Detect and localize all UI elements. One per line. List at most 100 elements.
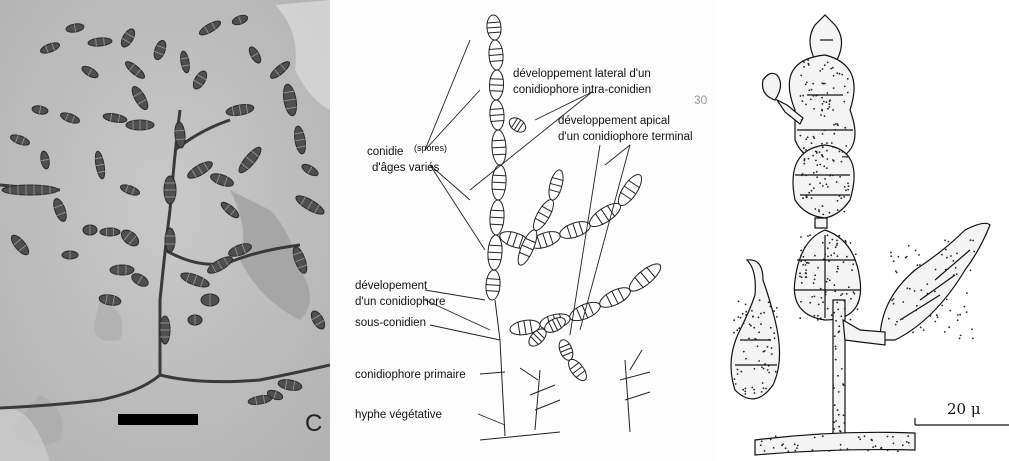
conidium <box>486 14 502 40</box>
stipple-dot <box>744 390 746 392</box>
stipple-dot <box>824 178 826 180</box>
conidium <box>530 197 557 233</box>
stipple-dot <box>819 182 821 184</box>
label-spores: (spores) <box>414 142 447 155</box>
stipple-dot <box>800 260 802 262</box>
stipple-dot <box>966 311 968 313</box>
stipple-dot <box>816 171 818 173</box>
stipple-dot <box>742 389 744 391</box>
stipple-dot <box>799 317 801 319</box>
stipple-dot <box>803 163 805 165</box>
stipple-dot <box>822 185 824 187</box>
stipple-dot <box>893 298 895 300</box>
stipple-dot <box>805 175 807 177</box>
stipple-dot <box>822 435 824 437</box>
stipple-dot <box>773 310 775 312</box>
stipple-dot <box>802 197 804 199</box>
stipple-dot <box>844 186 846 188</box>
stipple-dot <box>843 384 845 386</box>
stipple-dot <box>834 335 836 337</box>
stipple-dot <box>814 437 816 439</box>
label-development-sub-2: d'un conidiophore <box>355 296 445 309</box>
stipple-dot <box>800 250 802 252</box>
stipple-dot <box>763 387 765 389</box>
label-arrows <box>425 40 630 425</box>
stipple-dot <box>906 287 908 289</box>
stipple-dot <box>769 339 771 341</box>
stipple-dot <box>734 378 736 380</box>
stipple-dot <box>800 236 802 238</box>
stipple-dot <box>799 272 801 274</box>
conidium-outline <box>843 320 885 345</box>
stipple-dot <box>827 62 829 64</box>
stipple-dot <box>763 351 765 353</box>
stipple-dot <box>800 301 802 303</box>
stipple-dot <box>758 317 760 319</box>
stipple-dot <box>813 187 815 189</box>
stipple-dot <box>826 281 828 283</box>
stipple-dot <box>822 242 824 244</box>
stipple-dot <box>814 208 816 210</box>
stipple-dot <box>822 205 824 207</box>
spore-body <box>100 228 120 236</box>
stipple-dot <box>842 293 844 295</box>
spore <box>100 228 120 236</box>
stipple-dot <box>813 172 815 174</box>
stipple-dot <box>847 78 849 80</box>
stipple-dot <box>955 267 957 269</box>
stipple-dot <box>824 129 826 131</box>
stipple-dot <box>827 108 829 110</box>
scale-bar <box>118 414 198 425</box>
stipple-dot <box>941 305 943 307</box>
stipple-dot <box>816 151 818 153</box>
stipple-dot <box>851 269 853 271</box>
primary-conidiophore <box>495 300 505 436</box>
conidium-outline <box>755 432 915 455</box>
stipple-dot <box>836 243 838 245</box>
stipple-dot <box>835 359 837 361</box>
stipple-dot <box>743 323 745 325</box>
stipple-dot <box>836 244 838 246</box>
stipple-dot <box>817 267 819 269</box>
conidium <box>491 130 507 166</box>
stipple-dot <box>751 387 753 389</box>
conidium <box>488 40 504 71</box>
stipple-dot <box>834 290 836 292</box>
stipple-dot <box>821 143 823 145</box>
stipple-dot <box>831 314 833 316</box>
stipple-dot <box>956 273 958 275</box>
stipple-dot <box>807 136 809 138</box>
stipple-dot <box>837 268 839 270</box>
stipple-dot <box>803 61 805 63</box>
stipple-dot <box>915 310 917 312</box>
stipple-dot <box>833 160 835 162</box>
stipple-dot <box>758 360 760 362</box>
stipple-dot <box>807 235 809 237</box>
stipple-dot <box>845 145 847 147</box>
stipple-dot <box>829 212 831 214</box>
label-primary-conidiophore: conidiophore primaire <box>355 369 466 382</box>
stipple-dot <box>829 242 831 244</box>
stipple-dot <box>812 449 814 451</box>
micrograph-panel: C <box>0 0 330 461</box>
stipple-dot <box>825 291 827 293</box>
stipple-dot <box>966 292 968 294</box>
stipple-dot <box>824 64 826 66</box>
stipple-dot <box>776 307 778 309</box>
stipple-dot <box>839 195 841 197</box>
stipple-dot <box>867 450 869 452</box>
stipple-dot <box>948 326 950 328</box>
stipple-dot <box>957 319 959 321</box>
stipple-dot <box>754 368 756 370</box>
stipple-dot <box>740 371 742 373</box>
stipple-dot <box>822 133 824 135</box>
stipple-dot <box>902 444 904 446</box>
stipple-dot <box>811 296 813 298</box>
stipple-dot <box>835 129 837 131</box>
stipple-dot <box>820 114 822 116</box>
stipple-dot <box>773 447 775 449</box>
stipple-dot <box>830 174 832 176</box>
stipple-dot <box>854 293 856 295</box>
stipple-dot <box>848 286 850 288</box>
stipple-dot <box>733 332 735 334</box>
